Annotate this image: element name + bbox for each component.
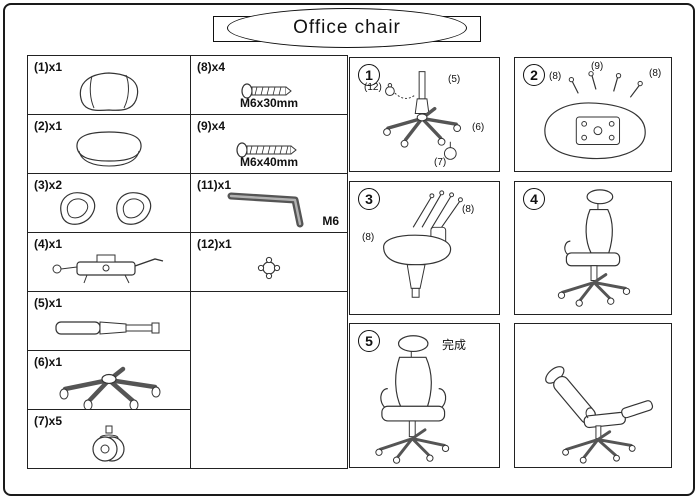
step-number: 5 bbox=[358, 330, 380, 352]
step-3-panel: 3 (8) (8) bbox=[349, 181, 500, 315]
star-base-icon bbox=[59, 366, 161, 409]
callout: (9) bbox=[591, 61, 604, 72]
screw-spec: M6x40mm bbox=[239, 155, 299, 169]
empty-cell bbox=[191, 292, 348, 469]
allen-key-spec: M6 bbox=[322, 214, 339, 228]
tilt-mechanism-icon bbox=[52, 254, 164, 284]
step-2-illustration bbox=[544, 71, 646, 160]
callout: (12) bbox=[364, 82, 382, 93]
step-5-panel: 5 完成 bbox=[349, 323, 500, 468]
callout: (8) bbox=[462, 204, 475, 215]
part-cell-gas-lift: (5)x1 bbox=[28, 292, 191, 351]
headrest-icon bbox=[79, 72, 139, 112]
step-5-illustration bbox=[375, 335, 450, 464]
part-cell-caster: (7)x5 bbox=[28, 410, 191, 469]
part-label: (3)x2 bbox=[34, 178, 63, 192]
step-4-panel: 4 bbox=[514, 181, 672, 315]
step-number: 1 bbox=[358, 64, 380, 86]
part-label: (8)x4 bbox=[197, 60, 226, 74]
caster-icon bbox=[92, 425, 125, 462]
part-cell-clip: (12)x1 bbox=[191, 233, 348, 292]
part-cell-screw-30: (8)x4 M6x30mm bbox=[191, 56, 348, 115]
part-cell-seat: (2)x1 bbox=[28, 115, 191, 174]
parts-table: (1)x1 (2)x1 (3)x2 (4)x1 bbox=[27, 55, 348, 469]
screw-m6x30-icon bbox=[241, 83, 292, 99]
sheet-border bbox=[3, 3, 695, 496]
callout: (8) bbox=[649, 68, 662, 79]
part-label: (12)x1 bbox=[197, 237, 232, 251]
part-label: (9)x4 bbox=[197, 119, 226, 133]
part-label: (11)x1 bbox=[197, 178, 232, 192]
allen-key-icon bbox=[227, 192, 304, 228]
callout: (6) bbox=[472, 122, 485, 133]
step-number: 4 bbox=[523, 188, 545, 210]
part-cell-armrests: (3)x2 bbox=[28, 174, 191, 233]
clip-icon bbox=[257, 256, 281, 280]
callout: (5) bbox=[448, 74, 461, 85]
part-cell-screw-40: (9)x4 M6x40mm bbox=[191, 115, 348, 174]
step-2-panel: 2 (9) (8) (8) bbox=[514, 57, 672, 172]
part-label: (7)x5 bbox=[34, 414, 63, 428]
part-label: (5)x1 bbox=[34, 296, 63, 310]
part-label: (1)x1 bbox=[34, 60, 63, 74]
step-1-illustration bbox=[383, 71, 462, 160]
step-3-illustration bbox=[383, 190, 463, 298]
page-title: Office chair bbox=[293, 17, 401, 38]
part-cell-mechanism: (4)x1 bbox=[28, 233, 191, 292]
reclined-chair-panel bbox=[514, 323, 672, 468]
part-cell-allen-key: (11)x1 M6 bbox=[191, 174, 348, 233]
screw-m6x40-icon bbox=[236, 142, 297, 158]
screw-spec: M6x30mm bbox=[239, 96, 299, 110]
part-label: (4)x1 bbox=[34, 237, 63, 251]
banner-ellipse: Office chair bbox=[227, 8, 467, 48]
step-number: 3 bbox=[358, 188, 380, 210]
part-label: (2)x1 bbox=[34, 119, 63, 133]
step-1-panel: 1 (12) (5) (6) (7) bbox=[349, 57, 500, 172]
part-cell-base: (6)x1 bbox=[28, 351, 191, 410]
part-cell-headrest: (1)x1 bbox=[28, 56, 191, 115]
seat-cushion-icon bbox=[76, 131, 142, 167]
reclined-chair-illustration bbox=[545, 366, 654, 464]
step-number: 2 bbox=[523, 64, 545, 86]
title-banner: Office chair bbox=[213, 8, 481, 48]
armrests-icon bbox=[60, 192, 152, 225]
completion-note: 完成 bbox=[442, 338, 467, 352]
callout: (8) bbox=[549, 71, 562, 82]
callout: (8) bbox=[362, 232, 375, 243]
part-label: (6)x1 bbox=[34, 355, 63, 369]
callout: (7) bbox=[434, 157, 447, 168]
step-4-illustration bbox=[557, 189, 631, 307]
gas-lift-icon bbox=[55, 321, 160, 335]
